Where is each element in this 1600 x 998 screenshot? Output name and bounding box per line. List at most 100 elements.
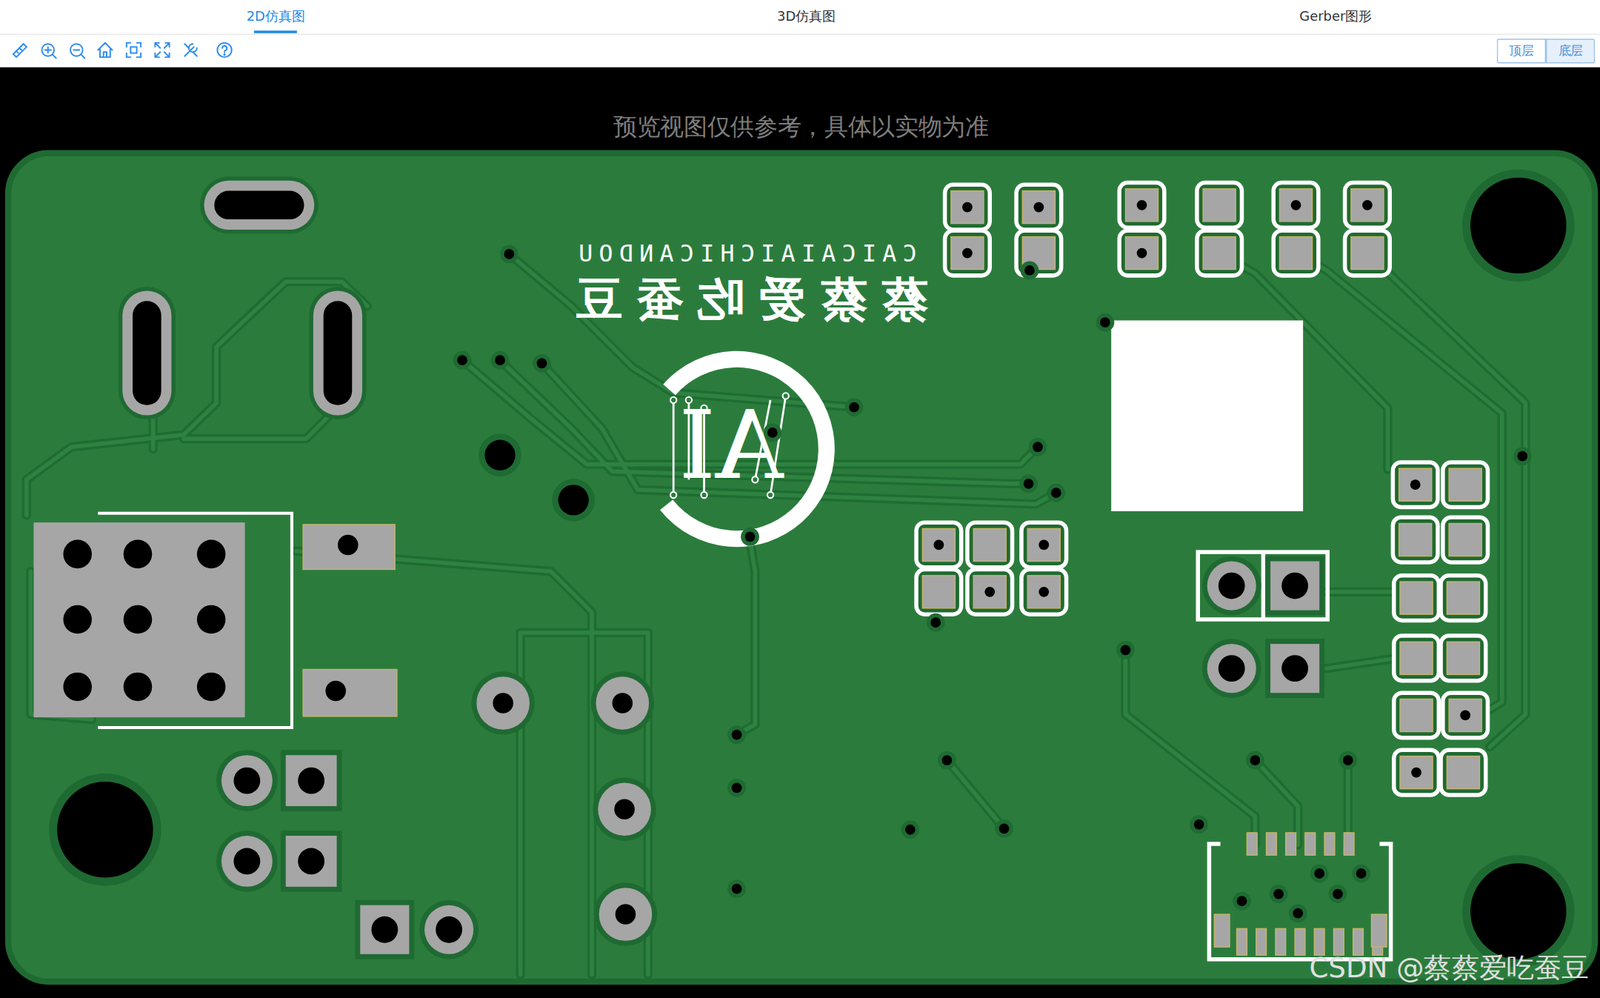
smd-pad bbox=[1394, 635, 1440, 681]
thermal-via bbox=[197, 540, 226, 569]
usb-outline bbox=[1208, 843, 1391, 960]
through-hole-pad bbox=[216, 830, 278, 892]
via bbox=[1051, 487, 1062, 498]
smd-pad bbox=[1273, 182, 1319, 229]
pad-hole bbox=[614, 798, 635, 820]
via-ring bbox=[994, 819, 1014, 838]
pad bbox=[1446, 641, 1480, 675]
via bbox=[731, 782, 743, 793]
pad-ring bbox=[595, 676, 649, 730]
via-ring bbox=[727, 725, 746, 744]
large-via-ring bbox=[551, 478, 595, 522]
oval-slot bbox=[200, 176, 319, 234]
via-ring bbox=[1245, 751, 1265, 770]
mounting-hole bbox=[1462, 169, 1575, 283]
pad-frame bbox=[1394, 749, 1440, 795]
usb-pad bbox=[1237, 928, 1248, 955]
pad-hole bbox=[233, 848, 260, 875]
pad bbox=[1279, 188, 1312, 222]
mounting-holes bbox=[48, 169, 1575, 968]
pad-hole bbox=[297, 767, 325, 795]
through-hole-pad bbox=[591, 671, 655, 735]
pad-hole bbox=[297, 848, 325, 875]
smd-pad bbox=[1392, 517, 1438, 563]
via-ring bbox=[1116, 640, 1135, 660]
copper-trace-core bbox=[1326, 657, 1397, 669]
via-ring bbox=[1020, 261, 1040, 280]
thermal-via bbox=[62, 672, 92, 702]
via bbox=[848, 402, 860, 413]
through-hole-pad bbox=[471, 671, 535, 735]
copper-trace-core bbox=[183, 408, 338, 439]
pad bbox=[1399, 523, 1432, 557]
via-ring bbox=[1269, 884, 1289, 903]
through-hole-pad bbox=[592, 777, 656, 841]
usb-pad bbox=[1246, 832, 1258, 855]
via bbox=[930, 617, 941, 628]
via-ring bbox=[1189, 814, 1209, 834]
pad bbox=[1202, 237, 1236, 270]
help-icon-part bbox=[222, 45, 227, 53]
through-hole-pad bbox=[280, 830, 343, 892]
pad-ring bbox=[221, 835, 273, 887]
silkscreen-text: CAICAIAICHICANDOU bbox=[571, 240, 917, 267]
smd-pad bbox=[1345, 230, 1391, 276]
smd-pad bbox=[1394, 692, 1440, 738]
via-ring bbox=[900, 820, 920, 839]
via bbox=[1332, 888, 1343, 900]
smd-pad bbox=[967, 569, 1013, 615]
usb-pad bbox=[1266, 832, 1278, 855]
tools-icon-part bbox=[184, 43, 198, 57]
layer-toggle-button: 底层 bbox=[1545, 38, 1595, 63]
copper-trace-core bbox=[1326, 589, 1397, 595]
pad-frame bbox=[1392, 462, 1438, 508]
pad-frame bbox=[945, 230, 991, 276]
slot-ring bbox=[313, 291, 363, 416]
copper-trace-core bbox=[1125, 649, 1255, 845]
pad-keepout bbox=[1202, 556, 1262, 616]
pad bbox=[973, 575, 1006, 609]
zoom-in-icon-part bbox=[45, 46, 57, 58]
usb-pad bbox=[1275, 928, 1286, 955]
fit-icon bbox=[126, 42, 141, 58]
pad-hole bbox=[1281, 572, 1309, 600]
canvas-ground bbox=[0, 67, 1600, 998]
pad bbox=[1125, 188, 1158, 222]
pad-via bbox=[1362, 200, 1373, 211]
pad-frame bbox=[1442, 462, 1489, 508]
pad-frame bbox=[1021, 569, 1067, 615]
via bbox=[1292, 908, 1303, 919]
copper-trace bbox=[1295, 253, 1502, 715]
pad bbox=[302, 669, 398, 717]
pad-frame bbox=[916, 522, 962, 568]
help-icon-part bbox=[217, 42, 232, 58]
copper-trace bbox=[1125, 649, 1255, 845]
pad bbox=[1351, 188, 1384, 222]
pad-keepout bbox=[1202, 638, 1262, 698]
via bbox=[504, 248, 515, 260]
ruler-icon bbox=[13, 43, 27, 58]
copper-trace-core bbox=[26, 281, 368, 515]
pcb-board bbox=[8, 153, 1595, 982]
logo-ring bbox=[660, 351, 835, 547]
pad-frame bbox=[1392, 517, 1438, 563]
preview-notice: 预览视图仅供参考，具体以实物为准 bbox=[613, 113, 989, 140]
pad-frame bbox=[1119, 182, 1165, 229]
silk-block bbox=[1111, 320, 1303, 512]
via-ring bbox=[1232, 891, 1252, 911]
pad-via bbox=[1038, 586, 1049, 598]
smd-pad bbox=[916, 522, 962, 568]
help-icon bbox=[217, 42, 232, 58]
pad-ring bbox=[221, 754, 273, 806]
smd-pad bbox=[1442, 517, 1489, 563]
smd-pad bbox=[1394, 575, 1440, 621]
smd-pad bbox=[1440, 635, 1486, 681]
thermal-via bbox=[62, 540, 92, 569]
pad-keepout bbox=[280, 749, 343, 812]
slot-ring bbox=[204, 180, 315, 230]
pad bbox=[922, 575, 955, 609]
large-via bbox=[484, 440, 515, 471]
pad-frame bbox=[1345, 230, 1391, 276]
hole bbox=[1470, 177, 1566, 274]
oval-slot bbox=[118, 286, 176, 420]
